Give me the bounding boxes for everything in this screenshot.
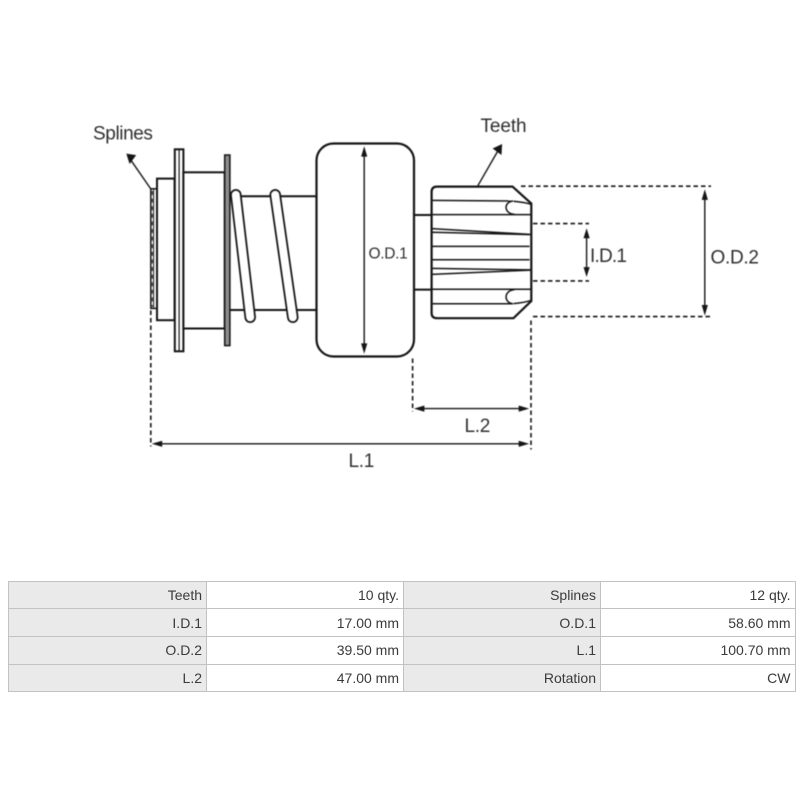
svg-text:I.D.1: I.D.1 [590,246,626,267]
svg-text:Teeth: Teeth [481,116,527,137]
svg-text:L.1: L.1 [349,451,375,472]
svg-text:Splines: Splines [93,123,153,144]
svg-text:O.D.2: O.D.2 [711,248,759,269]
svg-text:O.D.1: O.D.1 [369,246,408,263]
svg-text:L.2: L.2 [465,416,491,437]
